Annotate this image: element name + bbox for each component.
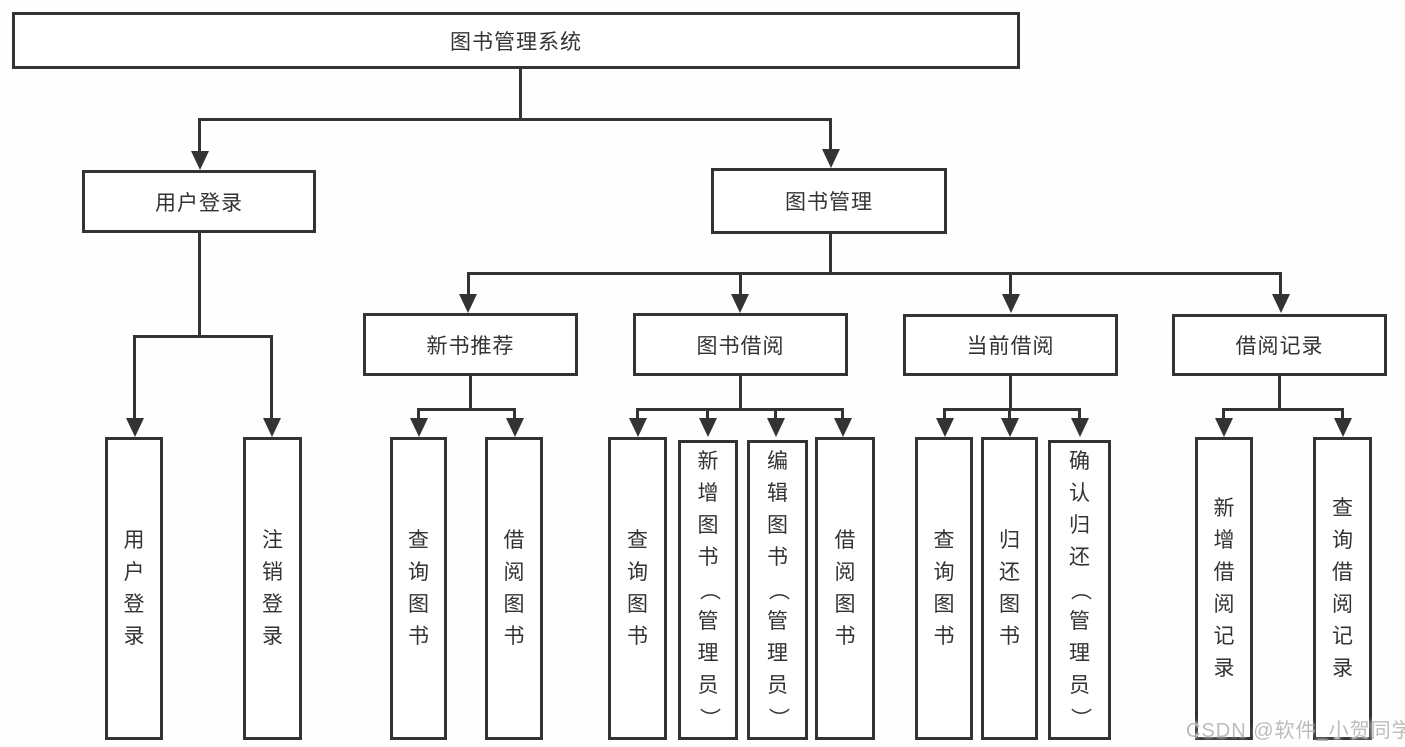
arrow-down-icon bbox=[629, 418, 647, 437]
arrow-down-icon bbox=[822, 149, 840, 168]
node-new-book-recommend: 新书推荐 bbox=[363, 313, 578, 376]
arrow-down-icon bbox=[1071, 418, 1089, 437]
leaf-add-books-admin: 新增图书（管理员） bbox=[678, 440, 738, 740]
arrow-down-icon bbox=[1001, 418, 1019, 437]
leaf-query-borrow-record: 查询借阅记录 bbox=[1313, 437, 1372, 740]
connector-to-leaf bbox=[841, 408, 844, 421]
connector-level2-rail bbox=[198, 118, 832, 121]
node-book-borrow: 图书借阅 bbox=[633, 313, 848, 376]
connector-book-management-stem bbox=[829, 233, 832, 274]
connector-to-current-borrow bbox=[1009, 272, 1012, 296]
connector-new-book-rail bbox=[417, 408, 516, 411]
leaf-logout: 注销登录 bbox=[243, 437, 302, 740]
arrow-down-icon bbox=[126, 418, 144, 437]
connector-to-leaf bbox=[636, 408, 639, 421]
connector-to-leaf bbox=[1078, 408, 1081, 421]
leaf-confirm-return-admin: 确认归还（管理员） bbox=[1048, 440, 1111, 740]
connector-to-leaf bbox=[1008, 408, 1011, 421]
leaf-borrow-books: 借阅图书 bbox=[815, 437, 875, 740]
node-book-management: 图书管理 bbox=[711, 168, 947, 234]
connector-book-borrow-rail bbox=[636, 408, 844, 411]
node-user-login: 用户登录 bbox=[82, 170, 316, 233]
leaf-add-borrow-record: 新增借阅记录 bbox=[1195, 437, 1253, 740]
watermark: CSDN @软件_小贺同学 bbox=[1186, 720, 1405, 742]
leaf-user-login: 用户登录 bbox=[105, 437, 163, 740]
connector-to-book-management bbox=[829, 118, 832, 151]
leaf-query-books-borrow: 查询图书 bbox=[608, 437, 667, 740]
connector-level3-rail bbox=[467, 272, 1282, 275]
arrow-down-icon bbox=[936, 418, 954, 437]
connector-to-leaf bbox=[513, 408, 516, 421]
root-node-book-management-system: 图书管理系统 bbox=[12, 12, 1020, 69]
arrow-down-icon bbox=[191, 151, 209, 170]
connector-current-borrow-stem bbox=[1009, 375, 1012, 411]
arrow-down-icon bbox=[834, 418, 852, 437]
connector-to-leaf bbox=[417, 408, 420, 421]
arrow-down-icon bbox=[263, 418, 281, 437]
connector-user-login-stem bbox=[198, 232, 201, 336]
arrow-down-icon bbox=[1002, 294, 1020, 313]
arrow-down-icon bbox=[767, 418, 785, 437]
leaf-query-books-recommend: 查询图书 bbox=[390, 437, 447, 740]
connector-to-leaf bbox=[1222, 408, 1225, 421]
connector-to-book-borrow bbox=[739, 272, 742, 296]
arrow-down-icon bbox=[1272, 294, 1290, 313]
connector-borrow-records-rail bbox=[1222, 408, 1344, 411]
connector-user-login-rail bbox=[133, 335, 273, 338]
leaf-query-books-current: 查询图书 bbox=[915, 437, 973, 740]
node-borrow-records: 借阅记录 bbox=[1172, 314, 1387, 376]
connector-current-borrow-rail bbox=[943, 408, 1081, 411]
connector-to-leaf bbox=[1341, 408, 1344, 421]
node-current-borrow: 当前借阅 bbox=[903, 314, 1118, 376]
connector-root-stem bbox=[519, 67, 522, 118]
connector-to-leaf bbox=[133, 335, 136, 420]
connector-to-borrow-records bbox=[1279, 272, 1282, 296]
connector-to-leaf bbox=[943, 408, 946, 421]
connector-to-leaf bbox=[706, 408, 709, 421]
leaf-edit-books-admin: 编辑图书（管理员） bbox=[747, 440, 808, 740]
leaf-return-books: 归还图书 bbox=[981, 437, 1038, 740]
connector-new-book-stem bbox=[469, 375, 472, 411]
connector-borrow-records-stem bbox=[1278, 375, 1281, 411]
arrow-down-icon bbox=[410, 418, 428, 437]
connector-to-leaf bbox=[774, 408, 777, 421]
arrow-down-icon bbox=[1334, 418, 1352, 437]
arrow-down-icon bbox=[459, 294, 477, 313]
connector-book-borrow-stem bbox=[739, 375, 742, 411]
connector-to-user-login bbox=[198, 118, 201, 153]
arrow-down-icon bbox=[699, 418, 717, 437]
arrow-down-icon bbox=[506, 418, 524, 437]
arrow-down-icon bbox=[1215, 418, 1233, 437]
leaf-borrow-books-recommend: 借阅图书 bbox=[485, 437, 543, 740]
connector-to-new-book bbox=[467, 272, 470, 296]
connector-to-leaf bbox=[270, 335, 273, 420]
arrow-down-icon bbox=[731, 294, 749, 313]
